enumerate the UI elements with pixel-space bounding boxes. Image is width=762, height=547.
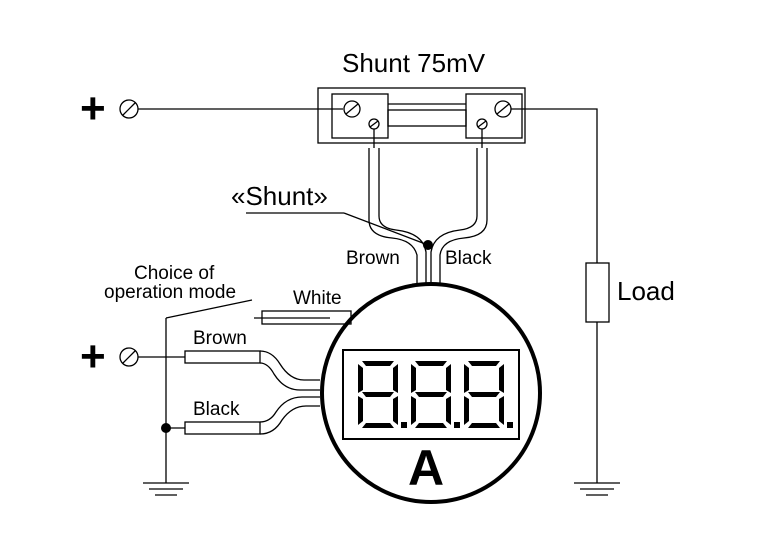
black-power-wire xyxy=(184,396,320,435)
bottom-supply-terminal xyxy=(119,347,139,367)
wire-shunt-to-load xyxy=(511,108,598,263)
wire-black-top-label: Black xyxy=(445,248,492,269)
meter-display-window xyxy=(342,349,520,440)
ground-left-icon xyxy=(143,482,189,496)
shunt-sense-screw-left-icon xyxy=(368,118,380,130)
shunt-label-pointer xyxy=(343,212,429,246)
shunt xyxy=(317,87,526,144)
load-label: Load xyxy=(617,276,675,306)
brown-power-wire xyxy=(184,350,320,391)
shunt-terminal-left-icon xyxy=(343,100,361,118)
top-supply-terminal xyxy=(119,99,139,119)
digit-2 xyxy=(411,361,460,428)
ground-right-icon xyxy=(574,482,620,496)
mode-switch-blade xyxy=(165,299,253,319)
switch-label-line2: operation mode xyxy=(104,282,236,303)
shunt-sense-screw-right-icon xyxy=(476,118,488,130)
plus-bottom-symbol: + xyxy=(80,332,106,381)
meter-unit-label: A xyxy=(408,440,444,496)
plus-top-symbol: + xyxy=(80,84,106,133)
digit-1 xyxy=(358,361,407,428)
wire-brown-top-label: Brown xyxy=(346,248,400,269)
ground-junction xyxy=(161,423,171,433)
shunt-wire-label: «Shunt» xyxy=(231,181,328,211)
wire-brown-label: Brown xyxy=(193,328,247,349)
shunt-title: Shunt 75mV xyxy=(342,48,486,78)
shunt-terminal-right-icon xyxy=(494,100,512,118)
wire-black-label: Black xyxy=(193,399,240,420)
wire-white-label: White xyxy=(293,288,342,309)
white-wire-insulation xyxy=(261,310,352,325)
digit-3 xyxy=(464,361,513,428)
load-resistor xyxy=(585,262,610,323)
switch-label-line1: Choice of xyxy=(134,263,215,284)
meter-display xyxy=(358,361,513,428)
